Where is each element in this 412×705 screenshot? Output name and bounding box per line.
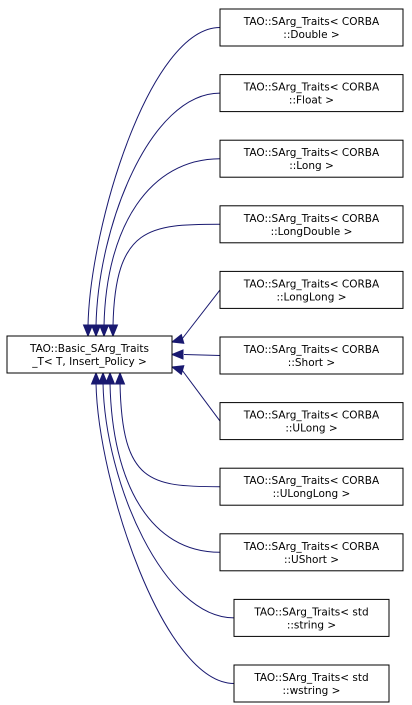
arrowhead: [97, 371, 109, 385]
derived-class-node-10-box: [233, 598, 390, 637]
arrowhead: [90, 324, 102, 338]
derived-class-node-10-label-line-2: ::string >: [287, 619, 336, 631]
derived-class-node-10[interactable]: TAO::SArg_Traits< std::string >: [233, 598, 390, 637]
derived-class-node-7-label-line-1: TAO::SArg_Traits< CORBA: [243, 410, 380, 422]
derived-class-node-1-label-line-1: TAO::SArg_Traits< CORBA: [243, 16, 380, 28]
derived-class-node-1[interactable]: TAO::SArg_Traits< CORBA::Double >: [219, 8, 404, 47]
arrowhead: [170, 365, 185, 376]
derived-class-node-8-box: [219, 467, 404, 506]
derived-class-node-1-box: [219, 8, 404, 47]
derived-class-node-2-label-line-1: TAO::SArg_Traits< CORBA: [243, 82, 380, 94]
derived-class-node-3-label-line-2: ::Long >: [289, 160, 334, 172]
derived-class-node-5[interactable]: TAO::SArg_Traits< CORBA::LongLong >: [219, 270, 404, 309]
derived-class-node-10-label-line-1: TAO::SArg_Traits< std: [253, 606, 368, 618]
edge-line: [181, 369, 221, 422]
edge-line: [112, 223, 221, 327]
edge-line: [87, 27, 221, 327]
base-class-node-label-line-2: _T< T, Insert_Policy >: [31, 356, 147, 368]
derived-class-node-6[interactable]: TAO::SArg_Traits< CORBA::Short >: [219, 336, 404, 375]
inheritance-edge-3: [98, 158, 221, 338]
derived-class-node-8[interactable]: TAO::SArg_Traits< CORBA::ULongLong >: [219, 467, 404, 506]
derived-class-node-8-label-line-1: TAO::SArg_Traits< CORBA: [243, 475, 380, 487]
arrowhead: [98, 324, 110, 338]
arrowhead: [170, 349, 184, 360]
derived-class-node-11-box: [233, 664, 390, 703]
edge-line: [183, 354, 221, 356]
inheritance-edge-11: [90, 371, 235, 684]
derived-class-node-9-box: [219, 533, 404, 572]
edge-line: [95, 382, 235, 684]
base-class-node-box: [6, 335, 173, 374]
derived-class-node-9-label-line-2: ::UShort >: [284, 554, 339, 566]
derived-class-node-9-label-line-1: TAO::SArg_Traits< CORBA: [243, 541, 380, 553]
derived-class-node-4-label-line-2: ::LongDouble >: [271, 226, 353, 238]
derived-class-node-2[interactable]: TAO::SArg_Traits< CORBA::Float >: [219, 74, 404, 113]
derived-class-node-11-label-line-2: ::wstring >: [283, 685, 341, 697]
derived-class-node-3[interactable]: TAO::SArg_Traits< CORBA::Long >: [219, 139, 404, 178]
derived-class-node-7-box: [219, 402, 404, 441]
edge-line: [103, 158, 221, 327]
derived-class-node-11-label-line-1: TAO::SArg_Traits< std: [253, 672, 368, 684]
arrowhead: [107, 324, 119, 338]
arrowhead: [104, 371, 116, 385]
derived-class-node-5-label-line-1: TAO::SArg_Traits< CORBA: [243, 278, 380, 290]
inheritance-edge-4: [107, 223, 221, 338]
arrowhead: [82, 324, 94, 338]
derived-class-node-3-label-line-1: TAO::SArg_Traits< CORBA: [243, 147, 380, 159]
arrowhead: [114, 371, 126, 385]
derived-class-node-11[interactable]: TAO::SArg_Traits< std::wstring >: [233, 664, 390, 703]
edge-line: [109, 382, 221, 553]
derived-class-node-4[interactable]: TAO::SArg_Traits< CORBA::LongDouble >: [219, 205, 404, 244]
base-class-node-label-line-1: TAO::Basic_SArg_Traits: [29, 343, 149, 355]
edge-line: [95, 92, 221, 327]
derived-class-node-3-box: [219, 139, 404, 178]
base-class-node[interactable]: TAO::Basic_SArg_Traits_T< T, Insert_Poli…: [6, 335, 173, 374]
derived-class-node-7[interactable]: TAO::SArg_Traits< CORBA::ULong >: [219, 402, 404, 441]
inheritance-edge-9: [104, 371, 221, 553]
edges: [82, 27, 235, 684]
inheritance-edge-1: [82, 27, 221, 338]
inheritance-edge-10: [97, 371, 235, 619]
edge-line: [119, 382, 221, 488]
derived-class-node-6-box: [219, 336, 404, 375]
inheritance-edge-2: [90, 92, 221, 338]
derived-class-node-4-box: [219, 205, 404, 244]
derived-class-node-1-label-line-2: ::Double >: [283, 29, 339, 41]
derived-class-node-4-label-line-1: TAO::SArg_Traits< CORBA: [243, 213, 380, 225]
arrowhead: [170, 333, 185, 344]
inheritance-edge-6: [170, 349, 221, 360]
arrowhead: [90, 371, 102, 385]
derived-class-node-6-label-line-1: TAO::SArg_Traits< CORBA: [243, 344, 380, 356]
inheritance-edge-5: [170, 289, 221, 344]
derived-class-node-5-label-line-2: ::LongLong >: [276, 291, 346, 303]
derived-class-node-7-label-line-2: ::ULong >: [285, 423, 337, 435]
derived-class-node-2-box: [219, 74, 404, 113]
edge-line: [181, 289, 221, 340]
nodes: TAO::Basic_SArg_Traits_T< T, Insert_Poli…: [6, 8, 404, 703]
derived-class-node-9[interactable]: TAO::SArg_Traits< CORBA::UShort >: [219, 533, 404, 572]
derived-class-node-5-box: [219, 270, 404, 309]
derived-class-node-8-label-line-2: ::ULongLong >: [273, 488, 351, 500]
inheritance-edge-8: [114, 371, 221, 488]
inheritance-edge-7: [170, 365, 221, 422]
derived-class-node-6-label-line-2: ::Short >: [288, 357, 335, 369]
derived-class-node-2-label-line-2: ::Float >: [289, 95, 334, 107]
edge-line: [102, 382, 235, 619]
